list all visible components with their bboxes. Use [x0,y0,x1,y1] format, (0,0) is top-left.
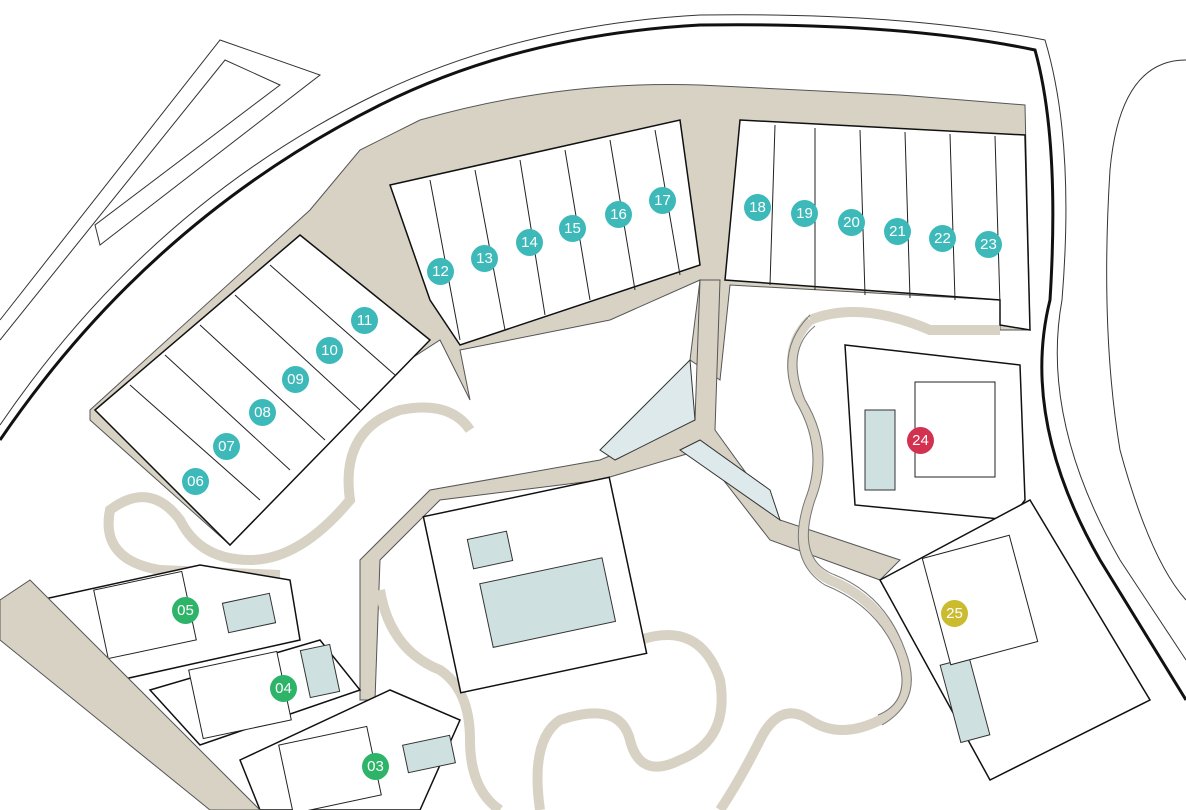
unit-marker-11[interactable]: 11 [351,307,378,334]
unit-marker-13[interactable]: 13 [471,245,498,272]
outer-road-edge [0,14,1186,661]
west-villa-houses [93,570,382,810]
unit-marker-23[interactable]: 23 [975,231,1002,258]
unit-marker-24[interactable]: 24 [907,427,934,454]
unit-marker-04[interactable]: 04 [270,675,297,702]
central-pool [479,557,617,648]
water-feature [599,358,696,461]
townhouse-blocks [93,119,1031,547]
unit-marker-17[interactable]: 17 [649,187,676,214]
northwest-road [0,39,322,341]
unit-marker-22[interactable]: 22 [929,225,956,252]
garden-paths [103,307,1000,810]
unit-marker-08[interactable]: 08 [249,399,276,426]
west-villa-pools [221,592,456,774]
east-road [1106,59,1186,601]
unit-marker-21[interactable]: 21 [884,218,911,245]
unit-marker-19[interactable]: 19 [791,200,818,227]
villa-24-pool [864,409,896,491]
unit-marker-20[interactable]: 20 [838,209,865,236]
site-boundary-road [0,23,1186,701]
spa-pool [466,530,514,570]
unit-marker-18[interactable]: 18 [744,194,771,221]
unit-marker-15[interactable]: 15 [559,215,586,242]
unit-marker-06[interactable]: 06 [182,468,209,495]
unit-marker-16[interactable]: 16 [605,201,632,228]
villa-25-house [921,534,1039,666]
unit-marker-05[interactable]: 05 [172,597,199,624]
unit-marker-09[interactable]: 09 [282,366,309,393]
unit-marker-12[interactable]: 12 [427,258,454,285]
sw-walkway [0,579,261,810]
unit-marker-25[interactable]: 25 [941,600,968,627]
unit-marker-03[interactable]: 03 [362,753,389,780]
unit-marker-07[interactable]: 07 [213,433,240,460]
water-feature-2 [679,439,781,522]
unit-marker-10[interactable]: 10 [316,337,343,364]
unit-marker-14[interactable]: 14 [516,229,543,256]
